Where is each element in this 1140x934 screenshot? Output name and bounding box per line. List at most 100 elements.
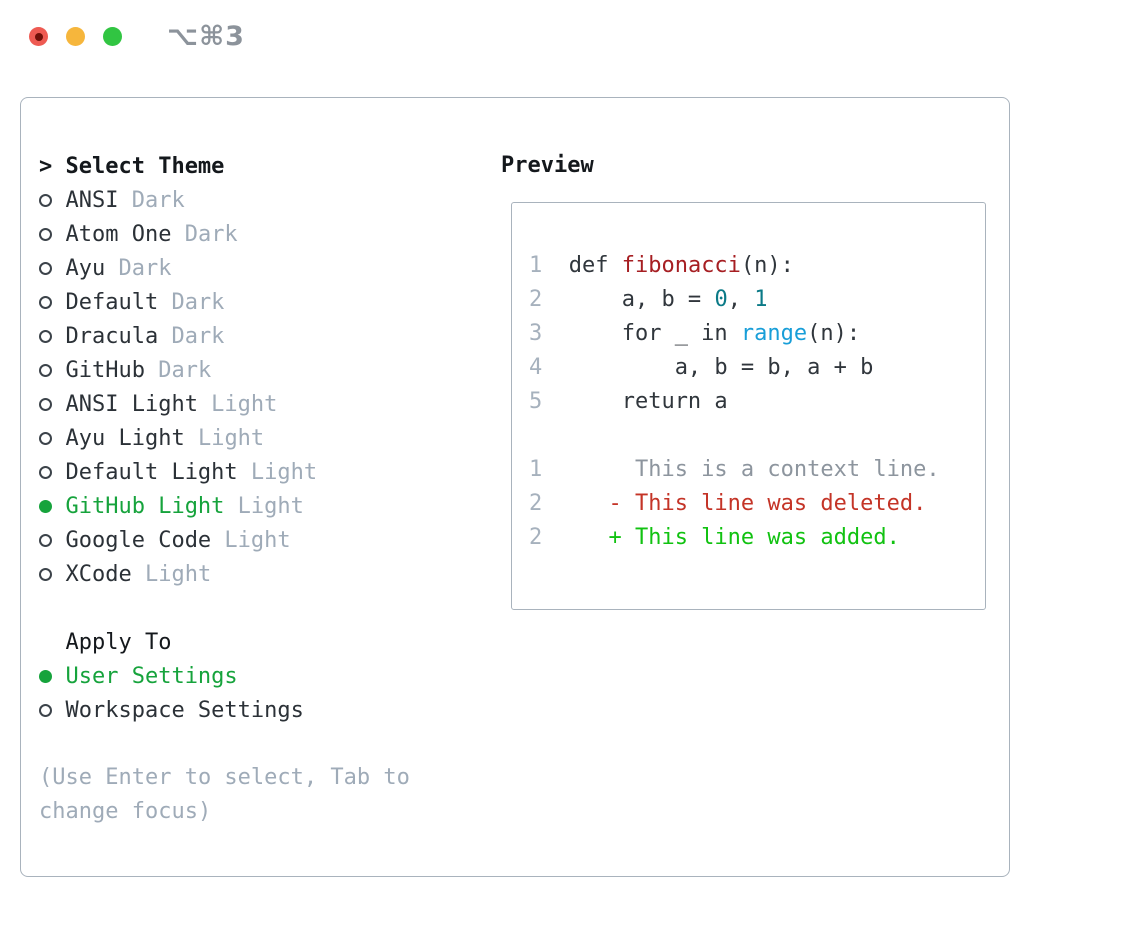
- theme-item[interactable]: ANSI Dark: [39, 183, 484, 217]
- zoom-button[interactable]: [103, 27, 122, 46]
- apply-to-header: Apply To: [39, 625, 484, 659]
- theme-variant-label: Light: [197, 391, 278, 417]
- theme-variant-label: Light: [131, 561, 212, 587]
- theme-item[interactable]: Atom One Dark: [39, 217, 484, 251]
- code-token: a, b = b, a + b: [555, 355, 874, 380]
- theme-item-label: Default Light: [65, 459, 238, 485]
- radio-icon: [39, 193, 65, 207]
- theme-variant-label: Light: [224, 493, 304, 519]
- theme-variant-label: Dark: [158, 289, 225, 315]
- theme-item[interactable]: ANSI Light Light: [39, 387, 484, 421]
- radio-icon: [39, 465, 65, 479]
- line-number: 2: [529, 491, 543, 516]
- theme-variant-label: Dark: [105, 255, 172, 281]
- theme-item[interactable]: XCode Light: [39, 557, 484, 591]
- theme-item[interactable]: GitHub Dark: [39, 353, 484, 387]
- code-line: 1 def fibonacci(n):: [529, 249, 985, 283]
- apply-to-option[interactable]: User Settings: [39, 659, 484, 693]
- radio-icon: [39, 567, 65, 581]
- code-token: 1: [754, 287, 768, 312]
- theme-item[interactable]: Default Dark: [39, 285, 484, 319]
- theme-item-label: XCode: [65, 561, 132, 587]
- line-number: 5: [529, 389, 543, 414]
- code-token: a, b =: [555, 287, 715, 312]
- theme-item[interactable]: GitHub Light Light: [39, 489, 484, 523]
- theme-variant-label: Dark: [144, 357, 212, 383]
- prompt-icon: >: [39, 153, 53, 179]
- line-number: [529, 419, 555, 453]
- radio-icon: [39, 397, 65, 411]
- theme-item[interactable]: Ayu Light Light: [39, 421, 484, 455]
- code-token: (n):: [740, 253, 794, 278]
- close-button-dot-icon: [34, 32, 43, 41]
- code-token: + This line was added.: [555, 525, 900, 550]
- code-token: range: [740, 321, 808, 346]
- code-line: 5 return a: [529, 385, 985, 419]
- code-token: 0: [714, 287, 728, 312]
- code-token: for _ in: [555, 321, 741, 346]
- code-line: 2 + This line was added.: [529, 521, 985, 555]
- radio-icon: [39, 295, 65, 309]
- line-number: 1: [529, 253, 543, 278]
- theme-item[interactable]: Ayu Dark: [39, 251, 484, 285]
- theme-variant-label: Dark: [171, 221, 238, 247]
- select-theme-header: > Select Theme: [39, 149, 484, 183]
- theme-variant-label: Light: [184, 425, 265, 451]
- apply-to-option-label: User Settings: [65, 663, 238, 689]
- apply-to-option-label: Workspace Settings: [65, 697, 304, 723]
- spacer: [39, 591, 484, 625]
- apply-to-option[interactable]: Workspace Settings: [39, 693, 484, 727]
- theme-item-label: GitHub Light: [65, 493, 225, 519]
- theme-item-label: Google Code: [65, 527, 212, 553]
- code-line: [529, 419, 985, 453]
- line-number: 2: [529, 525, 543, 550]
- code-line: 1 This is a context line.: [529, 453, 985, 487]
- theme-item[interactable]: Dracula Dark: [39, 319, 484, 353]
- radio-icon: [39, 227, 65, 241]
- code-token: This is a context line.: [555, 457, 940, 482]
- close-button[interactable]: [29, 27, 48, 46]
- radio-selected-icon: [39, 499, 65, 513]
- theme-variant-label: Dark: [118, 187, 185, 213]
- code-token: (n):: [807, 321, 861, 346]
- help-text: (Use Enter to select, Tab to change focu…: [39, 765, 410, 824]
- radio-icon: [39, 329, 65, 343]
- preview-header: Preview: [501, 153, 594, 178]
- code-line: 2 a, b = 0, 1: [529, 283, 985, 317]
- code-token: fibonacci: [621, 253, 741, 278]
- code-token: def: [555, 253, 622, 278]
- radio-icon: [39, 533, 65, 547]
- code-token: return a: [555, 389, 728, 414]
- radio-icon: [39, 261, 65, 275]
- spacer: [39, 727, 484, 761]
- code-token: - This line was deleted.: [555, 491, 927, 516]
- line-number: 4: [529, 355, 543, 380]
- code-token: ,: [727, 287, 755, 312]
- line-number: 1: [529, 457, 543, 482]
- theme-item[interactable]: Default Light Light: [39, 455, 484, 489]
- theme-item[interactable]: Google Code Light: [39, 523, 484, 557]
- line-number: 3: [529, 321, 543, 346]
- titlebar: ⌥⌘3: [0, 0, 1140, 72]
- code-line: 2 - This line was deleted.: [529, 487, 985, 521]
- code-line: 4 a, b = b, a + b: [529, 351, 985, 385]
- apply-to-header-label: Apply To: [65, 629, 172, 655]
- select-theme-header-label: Select Theme: [65, 153, 225, 179]
- theme-item-label: ANSI Light: [65, 391, 198, 417]
- radio-icon: [39, 363, 65, 377]
- theme-item-label: ANSI: [65, 187, 119, 213]
- theme-item-label: Ayu: [65, 255, 106, 281]
- window-title: ⌥⌘3: [167, 21, 245, 52]
- minimize-button[interactable]: [66, 27, 85, 46]
- theme-item-label: Ayu Light: [65, 425, 185, 451]
- theme-item-label: GitHub: [65, 357, 145, 383]
- line-number: 2: [529, 287, 543, 312]
- theme-item-label: Atom One: [65, 221, 172, 247]
- theme-item-label: Dracula: [65, 323, 159, 349]
